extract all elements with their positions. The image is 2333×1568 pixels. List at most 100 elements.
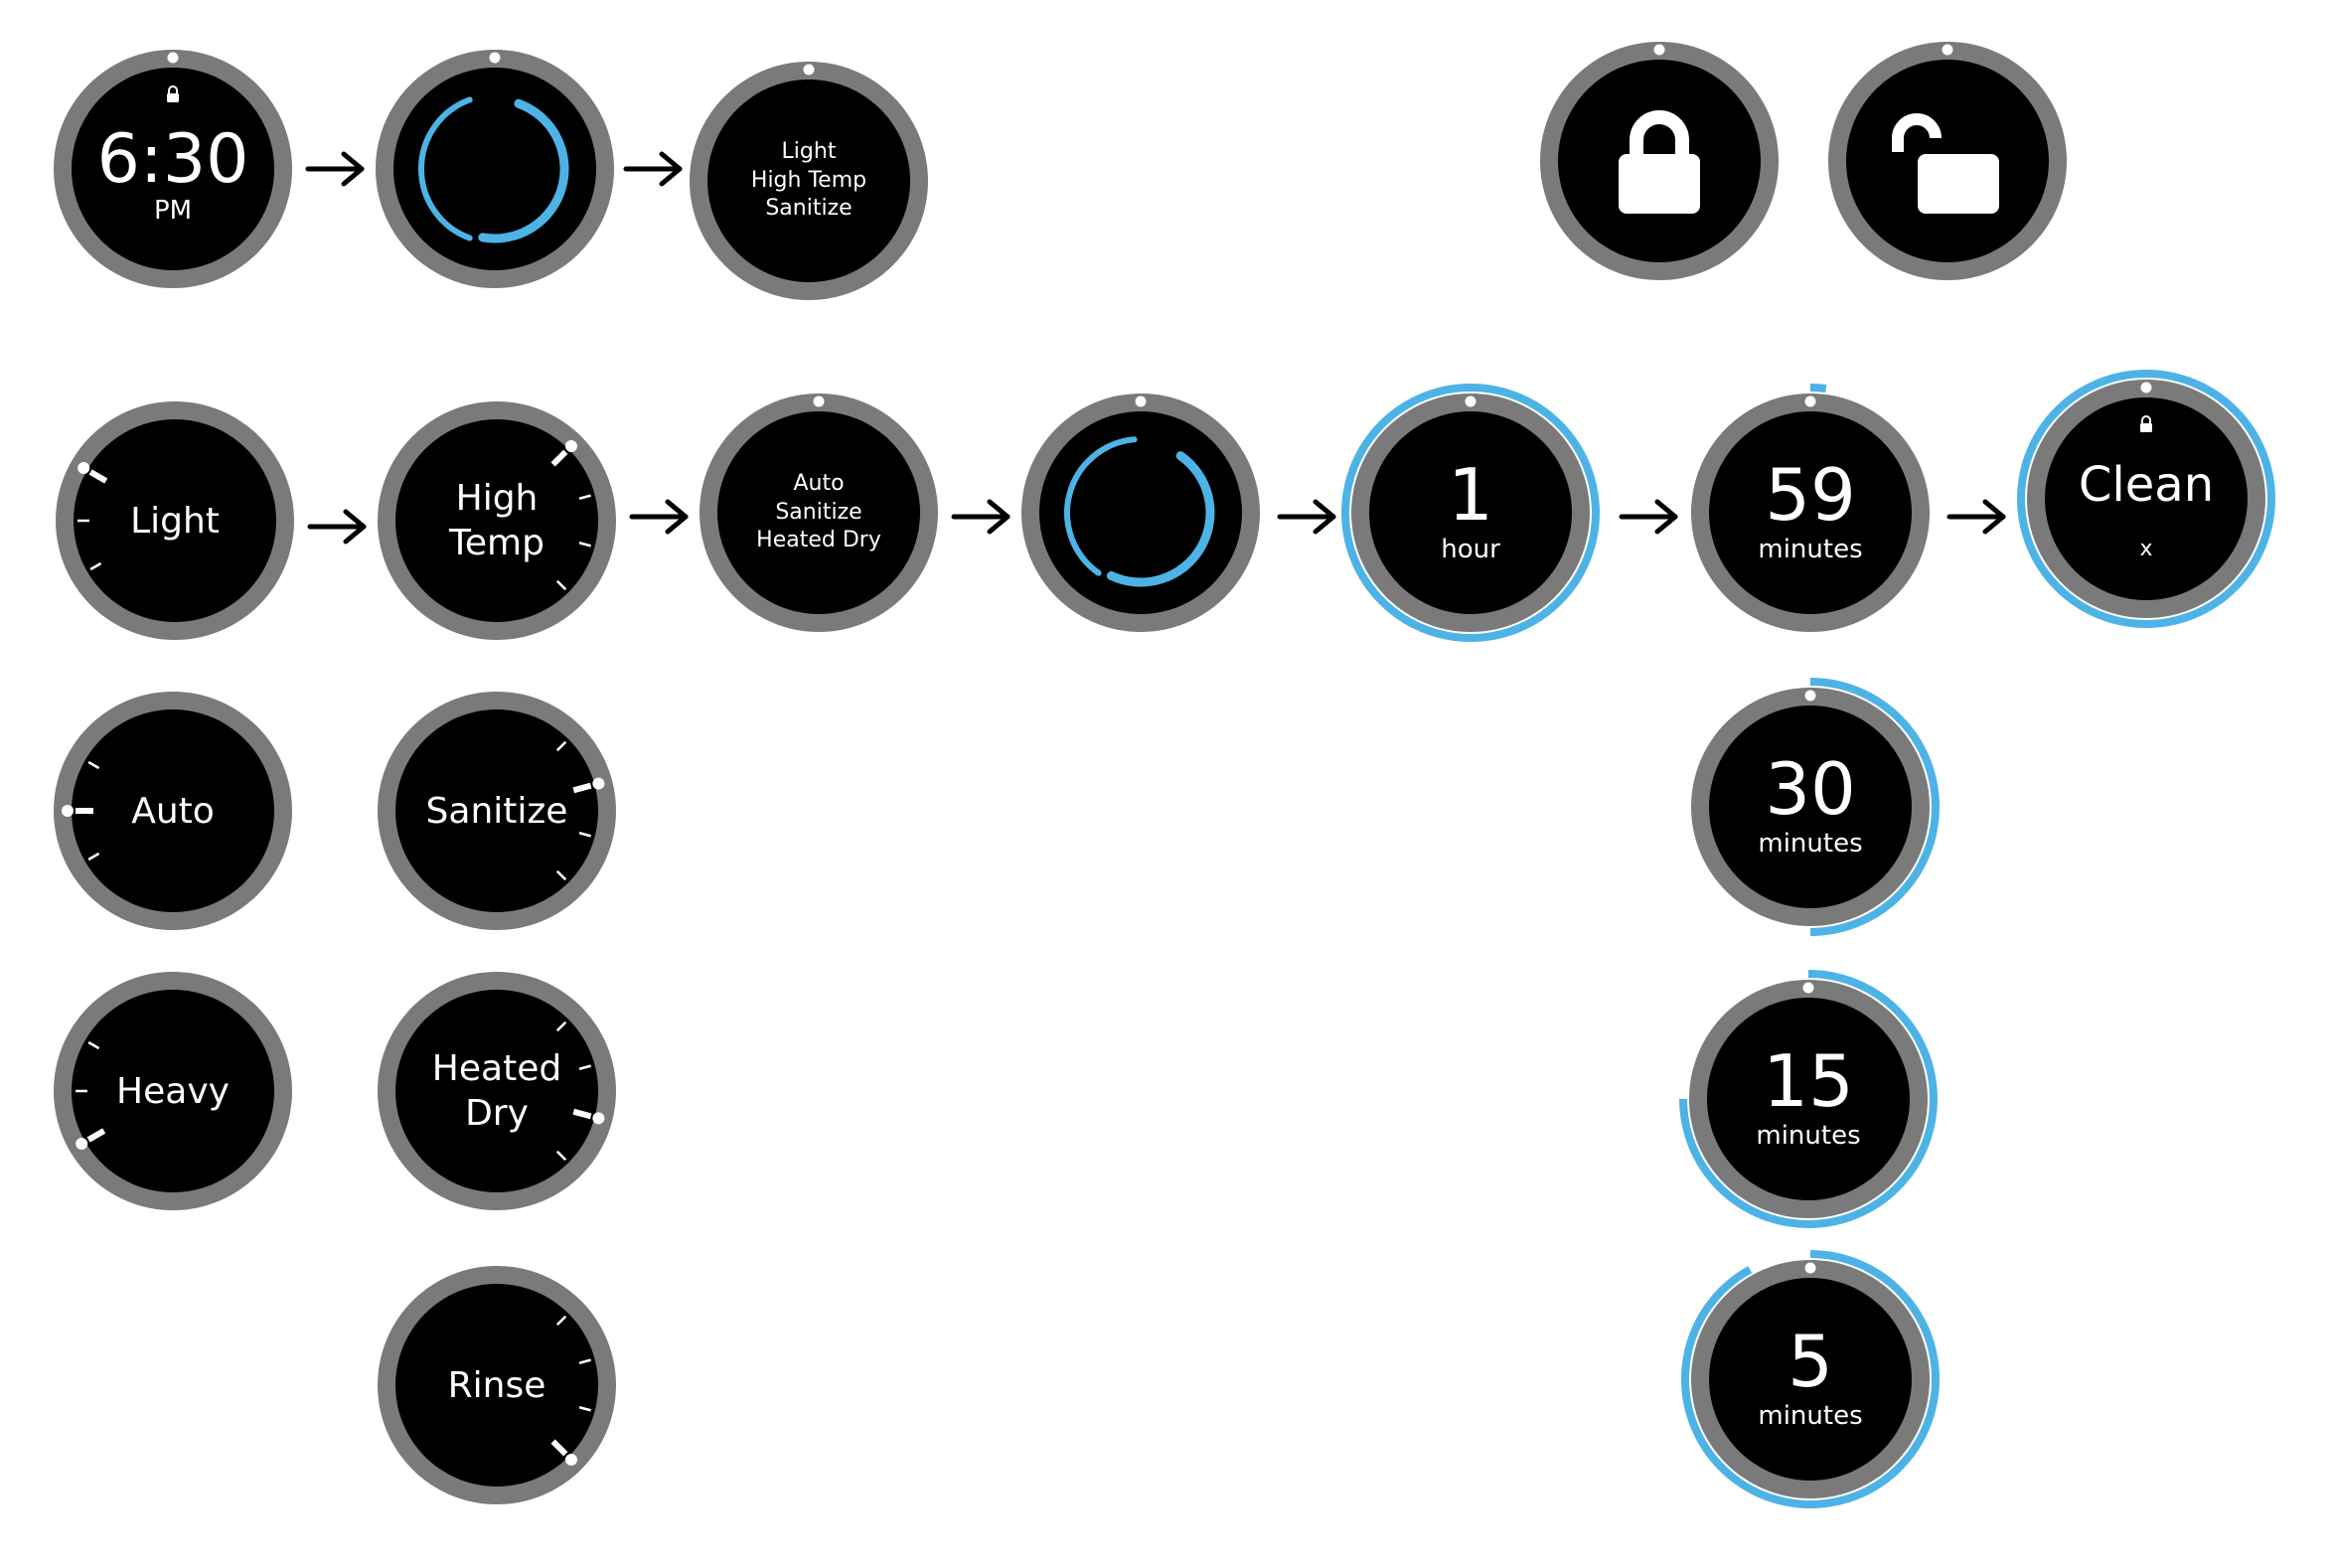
selected-tick xyxy=(572,1108,592,1120)
tick-mark xyxy=(555,869,567,881)
cycle-dial-heavy[interactable]: Heavy xyxy=(54,972,292,1210)
top-indicator-dot xyxy=(1465,395,1477,407)
flow-arrow xyxy=(306,507,370,547)
dial-face xyxy=(74,419,276,622)
dial-face xyxy=(72,68,274,270)
loading-dial xyxy=(376,50,614,288)
unlocked-dial[interactable] xyxy=(1828,42,2067,280)
top-indicator-dot xyxy=(813,395,825,407)
selected-tick-dot xyxy=(78,462,90,474)
tick-mark xyxy=(555,740,567,752)
tick-mark xyxy=(578,542,591,548)
arrow-glyph xyxy=(305,151,365,187)
dial-face xyxy=(1709,1278,1912,1481)
progress-arc xyxy=(1809,678,1940,936)
top-indicator-dot xyxy=(1804,1262,1816,1274)
arrow-glyph xyxy=(307,509,367,545)
option-dial-high-temp[interactable]: High Temp xyxy=(378,401,616,640)
arrow-glyph xyxy=(1946,499,2006,535)
tick-mark xyxy=(555,1020,567,1032)
locked-dial[interactable] xyxy=(1540,42,1779,280)
dial-face xyxy=(717,411,920,614)
flow-arrow xyxy=(304,149,368,189)
loading-dial xyxy=(1021,393,1260,632)
tick-mark xyxy=(89,561,102,571)
selected-tick-dot xyxy=(76,1138,88,1150)
arrow-glyph xyxy=(1619,499,1678,535)
dial-face xyxy=(72,990,274,1192)
summary-dial-auto[interactable]: Auto Sanitize Heated Dry xyxy=(700,393,938,632)
arrow-head xyxy=(1654,499,1678,535)
flow-arrow xyxy=(628,497,692,537)
dial-face xyxy=(1709,706,1912,908)
flow-arrow xyxy=(1276,497,1339,537)
arrow-head xyxy=(341,151,365,187)
dial-face xyxy=(72,709,274,912)
arrow-glyph xyxy=(951,499,1011,535)
arrow-glyph xyxy=(629,499,689,535)
top-indicator-dot xyxy=(1802,982,1814,994)
cycle-dial-auto[interactable]: Auto xyxy=(54,692,292,930)
dial-face xyxy=(2045,397,2248,600)
top-indicator-dot xyxy=(489,52,501,64)
arrow-glyph xyxy=(1277,499,1336,535)
progress-arc xyxy=(1809,383,1827,392)
timer-dial-59: 59 minutes xyxy=(1691,383,1930,632)
top-indicator-dot xyxy=(1804,395,1816,407)
tick-mark xyxy=(555,579,567,591)
option-dial-heated-dry[interactable]: Heated Dry xyxy=(378,972,616,1210)
selected-tick xyxy=(550,1439,568,1457)
arrow-head xyxy=(987,499,1011,535)
tick-mark xyxy=(578,832,591,838)
tick-mark xyxy=(555,1315,567,1327)
dial-face xyxy=(395,419,598,622)
tick-mark xyxy=(87,852,100,862)
summary-dial-light[interactable]: Light High Temp Sanitize xyxy=(690,62,928,300)
selected-tick xyxy=(550,449,568,467)
selected-tick-dot xyxy=(592,777,605,790)
dial-face xyxy=(1846,60,2049,262)
spinner-arc xyxy=(478,98,569,243)
top-indicator-dot xyxy=(1135,395,1147,407)
top-indicator-dot xyxy=(1942,44,1953,56)
flow-arrow xyxy=(622,149,686,189)
cycle-dial-light[interactable]: Light xyxy=(56,401,294,640)
tick-mark xyxy=(578,1358,591,1364)
selected-tick-dot xyxy=(564,440,577,453)
selected-tick-dot xyxy=(564,1453,577,1466)
selected-tick xyxy=(572,782,592,794)
arrow-head xyxy=(1313,499,1336,535)
dial-face xyxy=(707,79,910,282)
timer-dial-15: 15 minutes xyxy=(1679,970,1938,1228)
top-indicator-dot xyxy=(2140,382,2152,393)
dial-face xyxy=(395,1284,598,1487)
arrow-head xyxy=(1982,499,2006,535)
tick-mark xyxy=(578,1064,591,1070)
tick-mark xyxy=(555,1150,567,1162)
selected-tick xyxy=(86,1128,106,1143)
spinner-arc xyxy=(1064,436,1138,576)
flow-arrow xyxy=(950,497,1013,537)
dial-face xyxy=(395,709,598,912)
top-indicator-dot xyxy=(1653,44,1665,56)
small-lock-icon xyxy=(2027,415,2265,436)
clean-dial[interactable]: Clean x xyxy=(2017,370,2275,628)
arrow-head xyxy=(343,509,367,545)
progress-ring xyxy=(2017,370,2275,628)
tick-mark xyxy=(578,1406,591,1412)
small-lock-icon xyxy=(54,85,292,106)
dial-face xyxy=(1369,411,1572,614)
option-dial-sanitize[interactable]: Sanitize xyxy=(378,692,616,930)
top-indicator-dot xyxy=(1804,690,1816,702)
progress-ring xyxy=(1341,384,1600,642)
spinner-arc xyxy=(1106,451,1215,587)
flow-arrow xyxy=(1618,497,1681,537)
option-dial-rinse[interactable]: Rinse xyxy=(378,1266,616,1504)
selected-tick-dot xyxy=(62,805,74,817)
dial-face xyxy=(395,990,598,1192)
top-indicator-dot xyxy=(803,64,815,76)
clock-dial[interactable]: 6:30 PM xyxy=(54,50,292,288)
spinner-arc xyxy=(417,96,473,241)
progress-arc xyxy=(1681,1250,1940,1508)
